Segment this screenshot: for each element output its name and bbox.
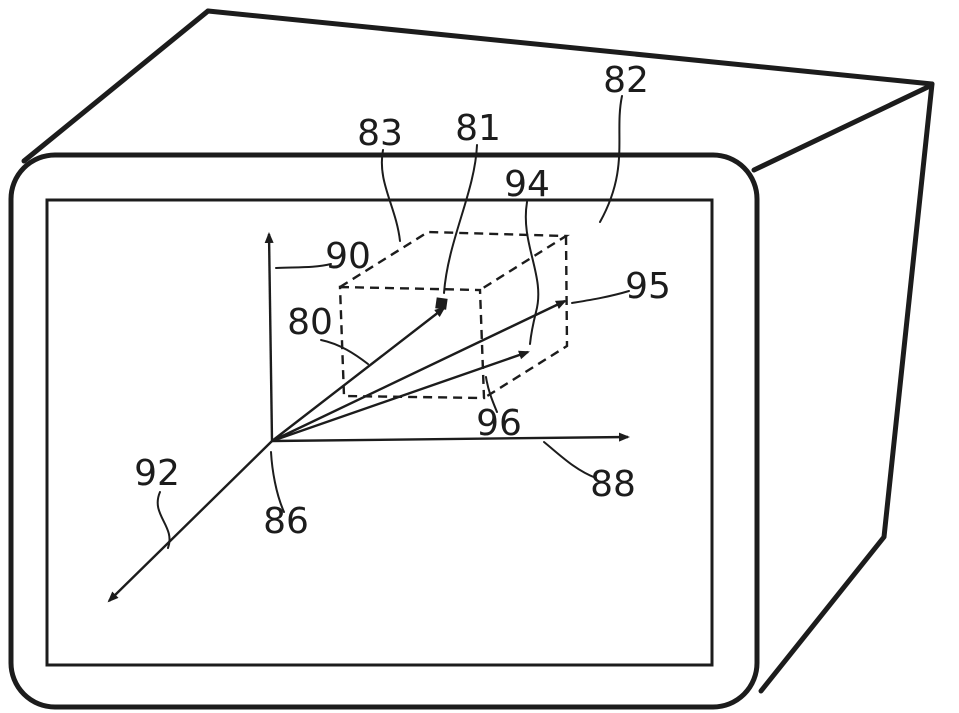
ref-label-81: 81 bbox=[455, 108, 501, 149]
ref-label-92: 92 bbox=[134, 453, 180, 494]
z-axis-line bbox=[107, 440, 273, 603]
monitor-right-side-edge bbox=[758, 81, 935, 694]
leader-lines bbox=[156, 95, 630, 549]
cube-front-face bbox=[338, 285, 486, 400]
leader-88 bbox=[543, 441, 597, 479]
point-81-marker bbox=[435, 297, 448, 310]
leader-86 bbox=[270, 451, 285, 513]
leader-94 bbox=[524, 201, 540, 345]
ref-label-94: 94 bbox=[504, 164, 550, 205]
leader-80 bbox=[320, 339, 369, 365]
screen-rect bbox=[45, 198, 714, 667]
ref-label-80: 80 bbox=[287, 302, 333, 343]
leader-95 bbox=[571, 290, 630, 304]
ref-label-86: 86 bbox=[263, 501, 309, 542]
vector-95-line bbox=[271, 299, 567, 443]
ref-label-95: 95 bbox=[625, 266, 671, 307]
y-axis-line bbox=[264, 232, 274, 442]
leader-81 bbox=[443, 144, 478, 294]
monitor-outline bbox=[8, 8, 935, 710]
monitor-top-back-edge bbox=[205, 8, 935, 87]
leader-96 bbox=[485, 376, 498, 413]
dashed-cube bbox=[338, 230, 570, 400]
cube-top-face bbox=[339, 230, 570, 292]
ref-label-83: 83 bbox=[357, 113, 403, 154]
ref-label-96: 96 bbox=[476, 403, 522, 444]
vector-80-line bbox=[271, 306, 446, 442]
monitor-front-bezel bbox=[8, 152, 760, 710]
monitor-top-left-edge bbox=[21, 8, 211, 164]
leader-82 bbox=[599, 95, 623, 223]
ref-label-90: 90 bbox=[325, 236, 371, 277]
reference-labels: 82 83 81 94 90 95 80 96 92 86 88 bbox=[134, 60, 671, 542]
cube-right-face bbox=[483, 235, 569, 400]
ref-label-82: 82 bbox=[603, 60, 649, 101]
coordinate-axes bbox=[107, 232, 630, 603]
x-axis-line bbox=[271, 432, 630, 443]
monitor-top-right-edge bbox=[751, 83, 933, 173]
ref-label-88: 88 bbox=[590, 464, 636, 505]
leader-92 bbox=[156, 491, 171, 549]
leader-83 bbox=[380, 149, 401, 242]
leader-90 bbox=[275, 263, 332, 269]
